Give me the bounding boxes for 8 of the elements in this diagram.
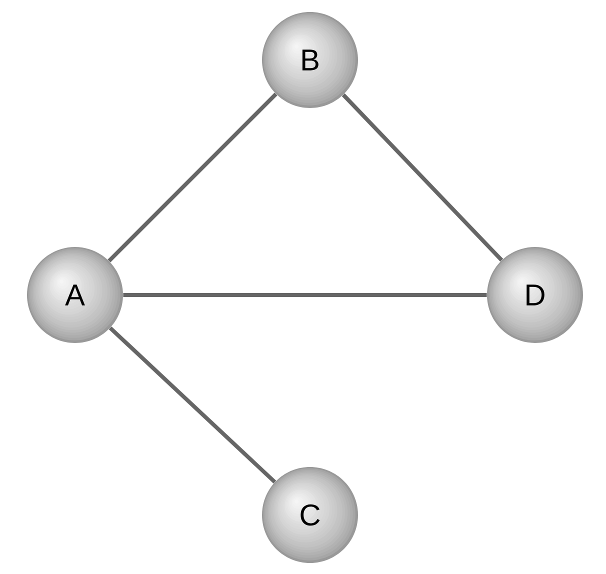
edge-line [108,326,276,484]
node-sphere: A [27,247,123,343]
node-sphere: C [262,467,358,563]
node-sphere: B [262,12,358,108]
edge-line [108,92,278,262]
edge-line [123,293,487,297]
edge-line [342,93,504,262]
node-sphere: D [487,247,583,343]
